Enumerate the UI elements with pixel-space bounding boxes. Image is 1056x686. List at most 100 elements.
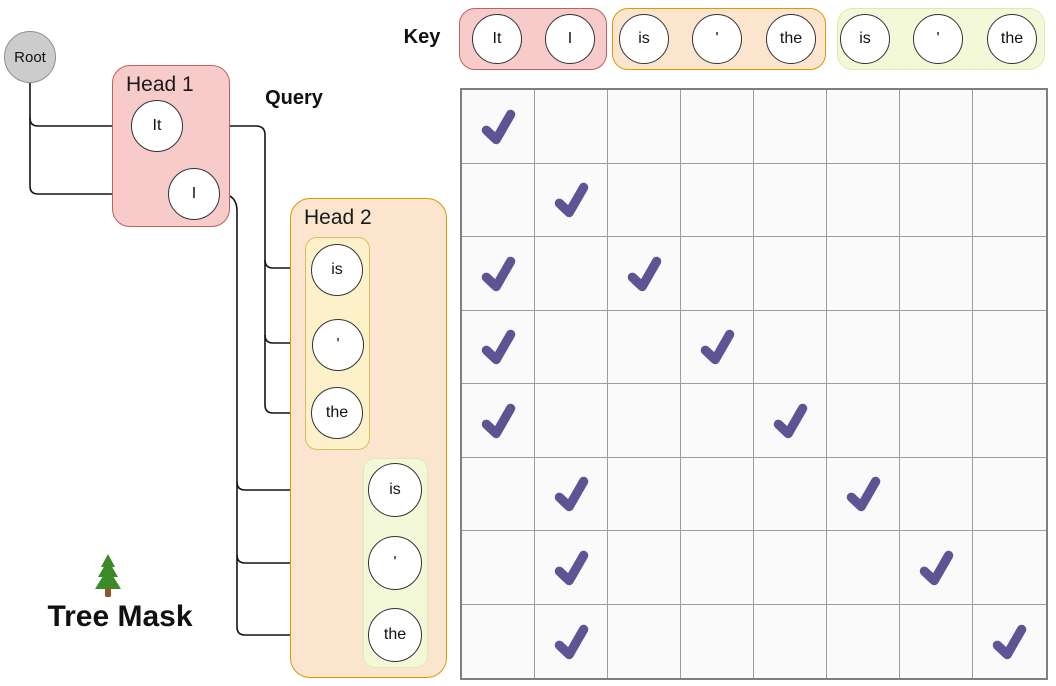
mask-cell — [462, 237, 535, 311]
mask-cell — [608, 237, 681, 311]
mask-cell — [900, 457, 973, 531]
check-icon — [554, 550, 588, 585]
evergreen-tree-icon — [95, 554, 121, 597]
mask-cell — [681, 90, 754, 164]
mask-cell — [462, 457, 535, 531]
mask-cell — [827, 531, 900, 605]
mask-cell — [608, 384, 681, 458]
check-icon — [554, 182, 588, 218]
mask-cell — [827, 237, 900, 311]
check-icon — [773, 403, 807, 438]
mask-cell — [754, 531, 827, 605]
query-label: Query — [265, 87, 323, 109]
check-icon — [554, 624, 588, 659]
mask-cell — [681, 163, 754, 237]
edge-i-to-apos — [236, 554, 364, 569]
edge-root-to-it — [29, 117, 130, 132]
check-icon — [481, 109, 515, 144]
mask-cell — [973, 90, 1046, 164]
mask-cell — [900, 237, 973, 311]
head2-label: Head 2 — [304, 206, 372, 229]
mask-cell — [608, 90, 681, 164]
mask-cell — [900, 310, 973, 384]
mask-cell — [462, 531, 535, 605]
mask-cell — [827, 604, 900, 678]
key-label: Key — [403, 26, 441, 48]
mask-cell — [535, 237, 608, 311]
mask-cell — [462, 384, 535, 458]
mask-cell — [535, 163, 608, 237]
check-icon — [700, 329, 734, 365]
mask-cell — [754, 163, 827, 237]
mask-cell — [754, 90, 827, 164]
mask-cell — [681, 457, 754, 531]
mask-cell — [827, 163, 900, 237]
check-icon — [481, 329, 515, 365]
tree-node-root: Root — [4, 31, 56, 83]
mask-cell — [973, 531, 1046, 605]
edge-i-to-is — [236, 481, 364, 496]
mask-cell — [608, 604, 681, 678]
check-icon — [481, 256, 515, 291]
key-token-i: I — [545, 14, 595, 64]
mask-cell — [608, 457, 681, 531]
mask-cell — [900, 604, 973, 678]
check-icon — [846, 476, 880, 512]
mask-cell — [681, 384, 754, 458]
edge-it-to-is — [264, 259, 308, 274]
edge-i-to-the — [236, 626, 364, 641]
mask-cell — [827, 384, 900, 458]
mask-cell — [462, 90, 535, 164]
mask-cell — [973, 384, 1046, 458]
mask-cell — [973, 310, 1046, 384]
mask-cell — [608, 531, 681, 605]
mask-cell — [973, 163, 1046, 237]
mask-cell — [973, 604, 1046, 678]
mask-cell — [900, 384, 973, 458]
mask-cell — [973, 457, 1046, 531]
mask-cell — [827, 310, 900, 384]
edge-it-to-apos — [264, 334, 308, 349]
mask-cell — [462, 604, 535, 678]
tree-node-the-1: the — [311, 387, 363, 439]
check-icon — [481, 403, 515, 438]
mask-cell — [681, 310, 754, 384]
edge-it-to-the — [264, 404, 307, 419]
check-icon — [627, 256, 661, 291]
mask-cell — [973, 237, 1046, 311]
mask-cell — [754, 237, 827, 311]
figure-title: Tree Mask — [47, 600, 193, 633]
tree-node-it: It — [131, 100, 183, 152]
mask-cell — [754, 384, 827, 458]
mask-cell — [535, 457, 608, 531]
mask-cell — [535, 90, 608, 164]
tree-node-is-1: is — [311, 244, 363, 296]
mask-cell — [535, 310, 608, 384]
mask-cell — [681, 531, 754, 605]
mask-cell — [535, 604, 608, 678]
edge-i-trunk — [219, 193, 238, 627]
mask-cell — [608, 310, 681, 384]
key-token-the-1: the — [766, 14, 816, 64]
edge-root-to-i — [29, 83, 167, 200]
mask-cell — [535, 384, 608, 458]
mask-grid — [460, 88, 1048, 680]
mask-cell — [535, 531, 608, 605]
mask-cell — [462, 310, 535, 384]
tree-node-the-2: the — [368, 608, 422, 662]
key-token-is-1: is — [619, 14, 669, 64]
mask-cell — [900, 163, 973, 237]
mask-cell — [681, 237, 754, 311]
check-icon — [554, 476, 588, 512]
mask-cell — [827, 457, 900, 531]
mask-cell — [681, 604, 754, 678]
mask-cell — [900, 531, 973, 605]
head1-label: Head 1 — [126, 73, 194, 96]
mask-cell — [754, 604, 827, 678]
mask-cell — [608, 163, 681, 237]
tree-node-i: I — [168, 168, 220, 220]
key-token-apostrophe-2: ' — [913, 14, 963, 64]
mask-cell — [462, 163, 535, 237]
mask-cell — [754, 310, 827, 384]
